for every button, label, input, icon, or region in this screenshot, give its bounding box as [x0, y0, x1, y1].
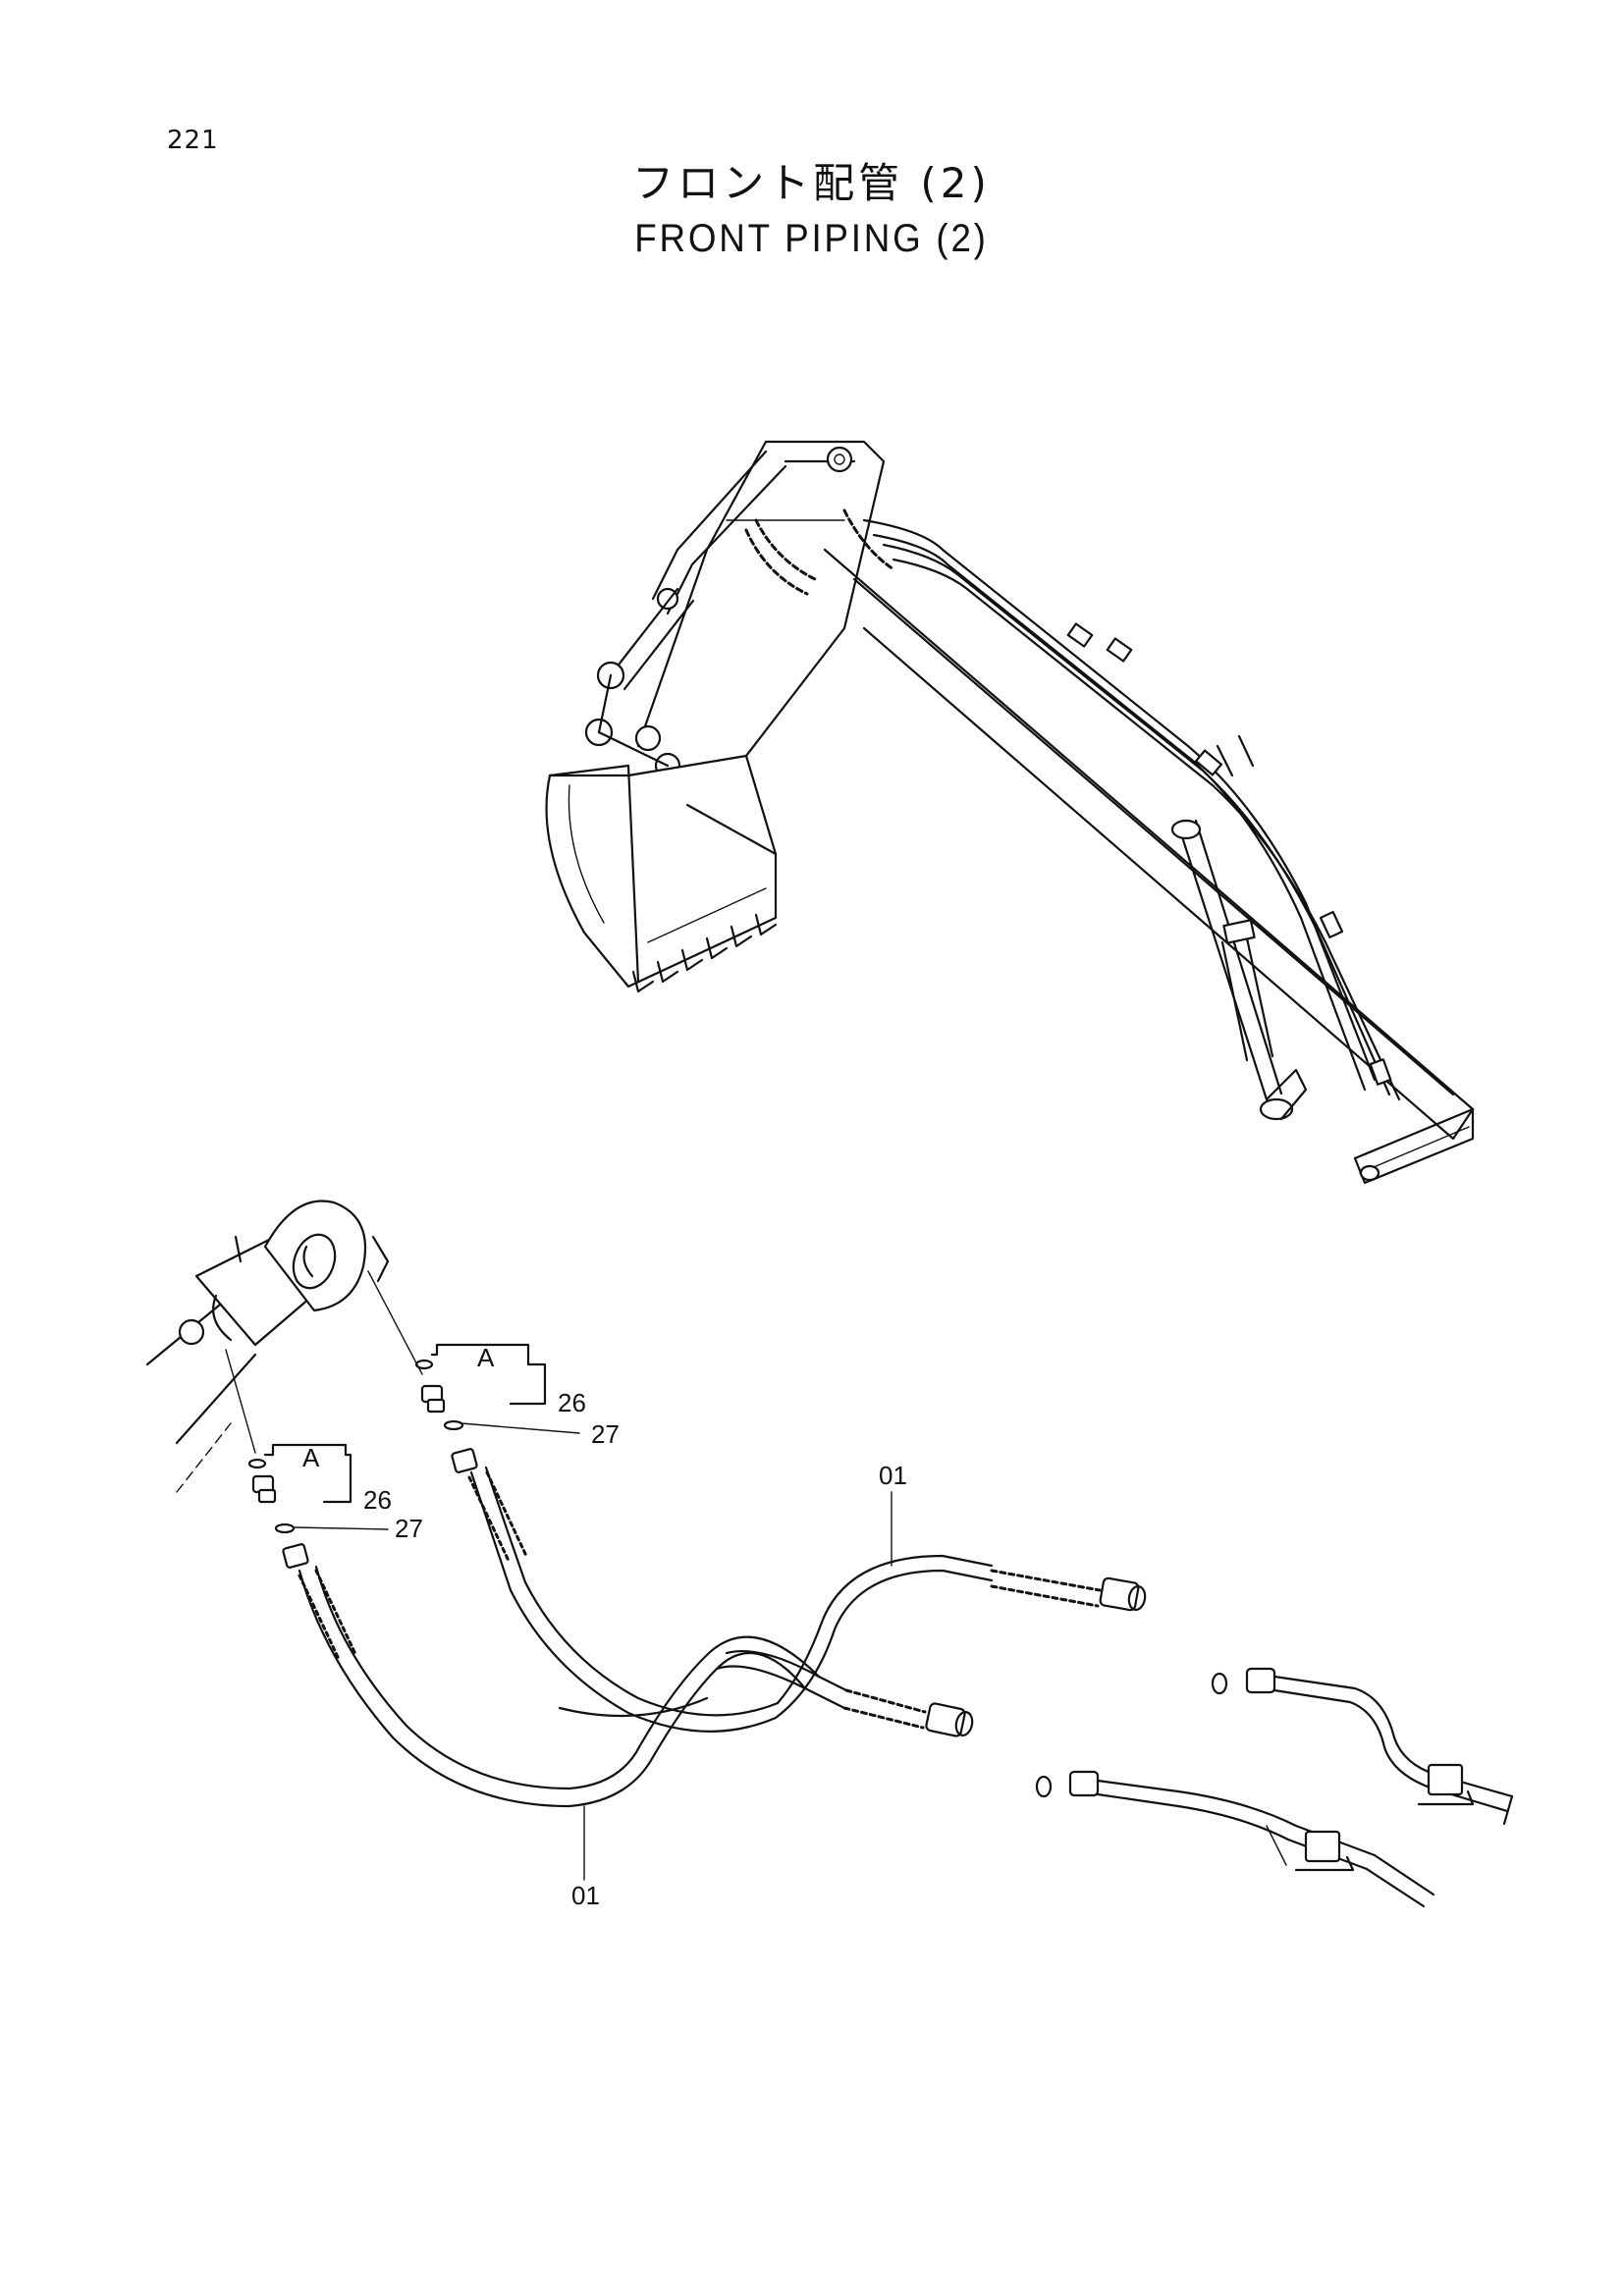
title-block: フロント配管 (2) FRONT PIPING (2)	[0, 155, 1623, 265]
fitting-group-lower	[247, 1443, 389, 1534]
boom-cylinder	[1170, 819, 1308, 1121]
excavator-front-illustration	[545, 440, 1475, 1185]
boom	[823, 548, 1475, 1185]
callout-hose-01-lower: 01	[571, 1881, 600, 1910]
page-title-japanese: フロント配管 (2)	[632, 159, 991, 207]
steel-pipes	[1035, 1667, 1514, 1908]
arm-cylinder-end	[145, 1200, 423, 1493]
page-title-english: FRONT PIPING (2)	[634, 217, 989, 260]
callout-part-26-lower: 26	[363, 1485, 392, 1515]
callout-part-27-upper: 27	[591, 1419, 620, 1449]
callout-part-27-lower: 27	[395, 1514, 423, 1543]
callout-part-26-upper: 26	[558, 1388, 586, 1417]
hose-01-upper	[451, 1448, 1147, 1733]
bucket-linkage	[584, 587, 695, 779]
arm	[636, 440, 886, 797]
callout-labels: A 26 27 A 26 27 01 01	[302, 1343, 907, 1910]
front-hydraulic-hoses	[744, 508, 1401, 1101]
callout-detail-a-lower: A	[302, 1443, 320, 1472]
callout-hose-01-upper: 01	[879, 1461, 907, 1490]
callout-detail-a-upper: A	[477, 1343, 495, 1372]
bucket	[545, 754, 778, 993]
hose-01-lower	[282, 1543, 974, 1881]
fitting-group-upper	[414, 1343, 580, 1434]
detail-view: A 26 27 A 26 27 01 01	[145, 1200, 1514, 1910]
page-number: 221	[167, 126, 219, 155]
